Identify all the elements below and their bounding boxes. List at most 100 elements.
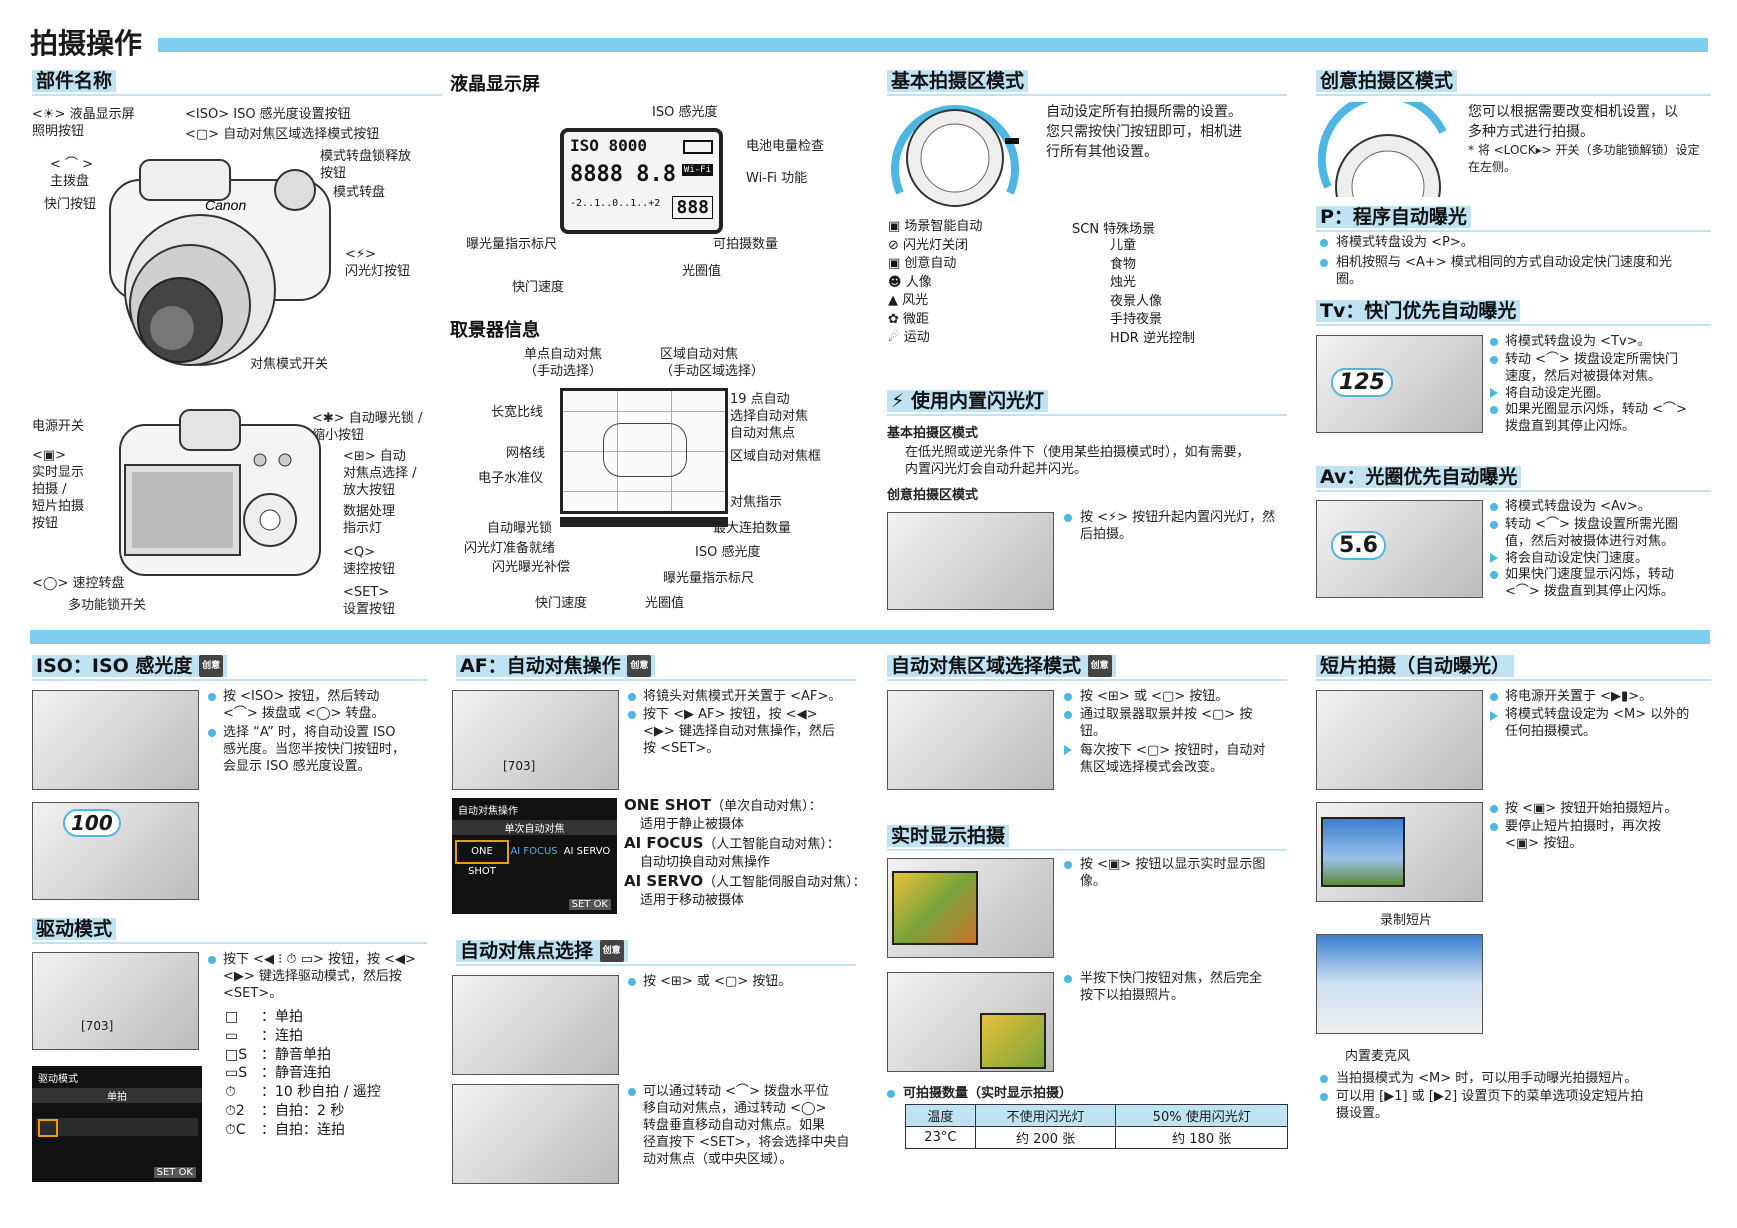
arrow-icon — [1064, 745, 1072, 755]
drive-photo-count: [703] — [81, 1019, 114, 1033]
scn-item: 烛光 — [1110, 275, 1137, 290]
table-header-cell: 温度 — [905, 1104, 976, 1127]
bullet-icon — [208, 693, 216, 701]
label-access-lamp: 数据处理 指示灯 — [343, 504, 396, 536]
label-multi-lock: 多功能锁开关 — [68, 598, 147, 613]
lcd-main-readout: 8888 8.8 — [570, 162, 676, 187]
viewfinder-heading: 取景器信息 — [450, 320, 540, 341]
label-mode-dial: 模式转盘 — [333, 185, 386, 200]
mode-item: ▲ 风光 — [888, 292, 982, 311]
af-desc-item: AI FOCUS（人工智能自动对焦）： — [624, 834, 866, 854]
creative-tag: 创意 — [627, 655, 652, 677]
af-desc-text: 适用于移动被摄体 — [640, 893, 745, 908]
drive-option: ⏱2：自拍：2 秒 — [225, 1102, 345, 1119]
bullet-icon — [1320, 239, 1328, 247]
label-ae-lock: <✱> 自动曝光锁 / 缩小按钮 — [312, 411, 423, 443]
label-live-view: <▣> 实时显示 拍摄 / 短片拍摄 按钮 — [32, 448, 85, 531]
vf-label-shutter: 快门速度 — [535, 596, 588, 611]
bullet-icon — [628, 693, 636, 701]
bullet-icon — [208, 956, 216, 964]
drive-icon: ▭ — [225, 1027, 239, 1044]
tv-item-1: 将模式转盘设为 <Tv>。 — [1505, 334, 1651, 349]
label-power: 电源开关 — [32, 419, 85, 434]
bullet-icon — [1320, 1075, 1328, 1083]
creative-tag: 创意 — [199, 655, 224, 677]
vf-label-exp-scale: 曝光量指示标尺 — [663, 571, 755, 586]
movie-caption-mic: 内置麦克风 — [1345, 1049, 1411, 1064]
iso-item-1: 按 <ISO> 按钮，然后转动 <⌒> 拨盘或 <◯> 转盘。 — [223, 689, 385, 721]
av-lcd-readout: 5.6 — [1331, 531, 1386, 560]
lcd-label-shots: 可拍摄数量 — [713, 237, 779, 252]
label-af-point: <⊞> 自动 对焦点选择 / 放大按钮 — [343, 449, 417, 498]
af-desc-name: AI FOCUS — [624, 834, 704, 852]
af-desc-text: 自动切换自动对焦操作 — [640, 855, 771, 870]
creative-zone-heading: 创意拍摄区模式 — [1316, 70, 1458, 92]
flash-creative-heading: 创意拍摄区模式 — [887, 488, 979, 503]
bullet-icon — [1320, 1093, 1328, 1101]
af-screen-ok[interactable]: SET OK — [568, 899, 611, 910]
mode-item: ▣ 场景智能自动 — [888, 218, 982, 237]
af-point-photo-1 — [452, 975, 619, 1075]
drive-selected-option[interactable] — [38, 1119, 58, 1137]
vf-label-19points: 19 点自动 选择自动对焦 — [730, 392, 809, 424]
mode-label: 创意自动 — [904, 256, 957, 271]
vf-label-focus: 对焦指示 — [730, 495, 783, 510]
label-lcd-light: <☀> 液晶显示屏 照明按钮 — [32, 107, 135, 139]
vf-label-zone-frame: 区域自动对焦框 — [730, 449, 822, 464]
basic-zone-desc: 自动设定所有拍摄所需的设置。 您只需按快门按钮即可，相机进 行所有其他设置。 — [1046, 104, 1242, 160]
movie-item-1: 将电源开关置于 <▶▮>。 — [1505, 689, 1653, 704]
tv-item-2: 转动 <⌒> 拨盘设定所需快门 速度，然后对被摄体对焦。 — [1505, 352, 1679, 384]
af-area-item-3: 每次按下 <▢> 按钮时，自动对 焦区域选择模式会改变。 — [1080, 743, 1266, 775]
table-header-cell: 不使用闪光灯 — [974, 1104, 1117, 1127]
drive-option: □S：静音单拍 — [225, 1046, 331, 1063]
bullet-icon — [1490, 823, 1498, 831]
liveview-table-title: 可拍摄数量（实时显示拍摄） — [903, 1086, 1073, 1101]
vf-label-aspect: 长宽比线 — [491, 405, 544, 420]
section-divider-bar — [30, 630, 1710, 644]
bullet-icon — [1490, 805, 1498, 813]
svg-text:Canon: Canon — [205, 197, 246, 213]
parts-heading: 部件名称 — [32, 70, 117, 92]
iso-lcd-readout: 100 — [63, 809, 121, 837]
flash-basic-heading: 基本拍摄区模式 — [887, 426, 979, 441]
drive-screen-ok[interactable]: SET OK — [153, 1167, 196, 1178]
drive-option: ▭S：静音连拍 — [225, 1065, 331, 1082]
drive-option: ⏱：10 秒自拍 / 遥控 — [225, 1084, 381, 1101]
label-quick: <Q> 速控按钮 — [343, 545, 396, 577]
flash-photo — [887, 512, 1054, 610]
mode-item: ☻ 人像 — [888, 274, 982, 293]
drive-rule — [32, 942, 427, 944]
scn-item: 儿童 — [1110, 238, 1137, 253]
label-iso: <ISO> ISO 感光度设置按钮 — [185, 107, 351, 122]
drive-heading: 驱动模式 — [32, 918, 117, 940]
iso-heading: ISO：ISO 感光度 创意 — [32, 655, 228, 677]
iso-photo-2: 100 — [32, 802, 199, 900]
movie-item-3: 按 <▣> 按钮开始拍摄短片。 — [1505, 801, 1678, 816]
af-option-ai-servo[interactable]: AI SERVO — [563, 846, 611, 857]
iso-heading-text: ISO：ISO 感光度 — [36, 655, 193, 677]
vf-label-ae-lock: 自动曝光锁 — [487, 521, 553, 536]
af-option-ai-focus[interactable]: AI FOCUS — [510, 846, 558, 857]
mode-item: ☄ 运动 — [888, 329, 982, 348]
vf-label-iso: ISO 感光度 — [695, 545, 761, 560]
af-op-photo: [703] — [452, 690, 619, 790]
av-heading: Av：光圈优先自动曝光 — [1316, 466, 1522, 488]
mode-icon: ☻ — [888, 274, 906, 290]
mode-item: ⊘ 闪光灯关闭 — [888, 237, 982, 256]
creative-zone-note: * 将 <LOCK▸> 开关（多功能锁解锁）设定 在左侧。 — [1468, 143, 1700, 174]
flash-heading: ⚡ 使用内置闪光灯 — [887, 390, 1048, 412]
label-main-dial: < ⌒ > 主拨盘 — [50, 157, 94, 189]
drive-icon: ▭S — [225, 1065, 248, 1082]
af-desc-item: ONE SHOT（单次自动对焦）： — [624, 796, 866, 816]
liveview-heading: 实时显示拍摄 — [887, 825, 1010, 847]
bullet-icon — [1320, 259, 1328, 267]
movie-item-4: 要停止短片拍摄时，再次按 <▣> 按钮。 — [1505, 819, 1662, 851]
af-desc-item: AI SERVO（人工智能伺服自动对焦）： — [624, 872, 866, 892]
bullet-icon — [1064, 514, 1072, 522]
tv-lcd-readout: 125 — [1331, 368, 1393, 397]
af-option-one-shot[interactable]: ONE SHOT — [455, 840, 509, 877]
scn-item: HDR 逆光控制 — [1110, 330, 1195, 346]
mode-item: ▣ 创意自动 — [888, 255, 982, 274]
label-flash: <⚡> 闪光灯按钮 — [345, 247, 411, 279]
bullet-icon — [887, 1090, 895, 1098]
